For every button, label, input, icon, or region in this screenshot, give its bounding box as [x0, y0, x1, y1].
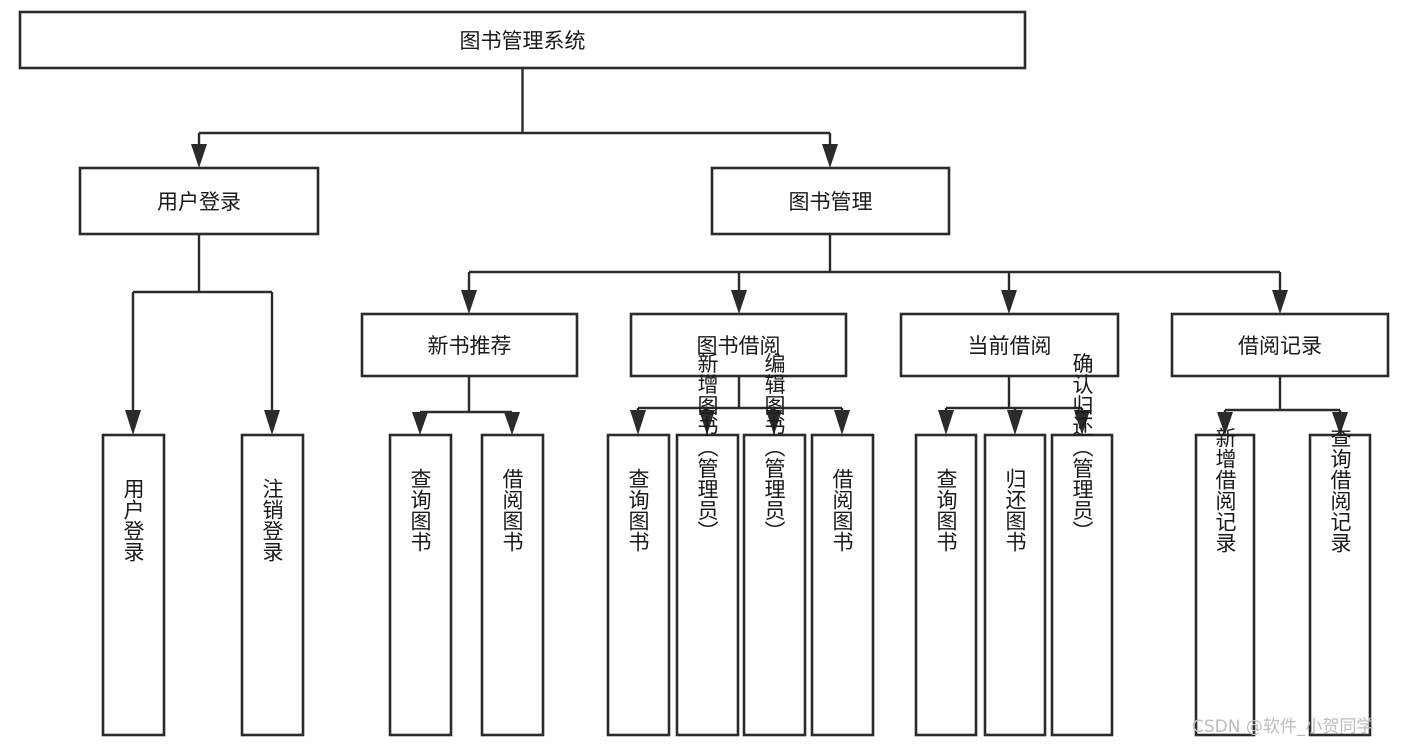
- leaf-borrow-book-newbook[interactable]: 借阅图书: [480, 433, 545, 737]
- arrow-to-query-book-2: [630, 410, 646, 435]
- arrow-to-borrow-book-2: [834, 410, 850, 435]
- arrow-to-borrow-book-1: [504, 412, 520, 435]
- leaf-query-book-newbook-box[interactable]: [388, 433, 453, 737]
- current-borrow-box[interactable]: [899, 312, 1120, 378]
- arrow-to-return-book: [1007, 410, 1023, 435]
- arrow-to-leaf-logout: [264, 410, 280, 435]
- arrow-to-borrow-record: [1272, 290, 1288, 314]
- leaf-add-borrow-record[interactable]: 新增借阅记录: [1194, 427, 1256, 737]
- leaf-logout-box[interactable]: [240, 433, 305, 737]
- node-current-borrow[interactable]: 当前借阅: [899, 312, 1120, 378]
- node-root-book-management-system[interactable]: 图书管理系统: [18, 10, 1027, 70]
- leaf-return-book-label: 归还图书: [1003, 468, 1027, 552]
- leaf-query-book-borrow-label: 查询图书: [626, 468, 650, 552]
- node-user-login[interactable]: 用户登录: [78, 166, 320, 236]
- leaf-logout[interactable]: 注销登录: [240, 433, 305, 737]
- leaf-logout-label: 注销登录: [260, 478, 284, 562]
- arrow-to-book-mgmt: [822, 144, 838, 168]
- leaf-query-book-current[interactable]: 查询图书: [914, 433, 978, 737]
- leaf-confirm-return-admin-label: 确认归还（管理员）: [1070, 353, 1094, 542]
- arrow-to-add-book: [699, 410, 715, 435]
- current-borrow-label: 当前借阅: [968, 334, 1052, 358]
- new-book-recommend-box[interactable]: [360, 312, 579, 378]
- arrow-to-confirm-return: [1074, 410, 1090, 435]
- leaf-query-book-current-label: 查询图书: [934, 468, 958, 552]
- borrow-record-box[interactable]: [1170, 312, 1390, 378]
- leaf-add-book-admin[interactable]: 新增图书（管理员）: [675, 353, 740, 737]
- leaf-query-borrow-record[interactable]: 查询借阅记录: [1308, 427, 1372, 737]
- book-borrow-label: 图书借阅: [697, 334, 781, 358]
- leaf-query-book-borrow[interactable]: 查询图书: [606, 433, 671, 737]
- leaf-borrow-book-borrow-label: 借阅图书: [830, 468, 854, 552]
- leaf-edit-book-admin-box[interactable]: [742, 433, 807, 737]
- node-new-book-recommend[interactable]: 新书推荐: [360, 312, 579, 378]
- leaf-add-borrow-record-box[interactable]: [1194, 433, 1256, 737]
- leaf-add-borrow-record-label: 新增借阅记录: [1213, 427, 1237, 553]
- leaf-return-book[interactable]: 归还图书: [983, 433, 1047, 737]
- leaf-query-borrow-record-label: 查询借阅记录: [1328, 427, 1352, 553]
- watermark-label: CSDN @软件_小贺同学: [1192, 717, 1373, 737]
- new-book-recommend-label: 新书推荐: [428, 334, 512, 358]
- node-book-borrow[interactable]: 图书借阅: [629, 312, 848, 378]
- leaf-borrow-book-newbook-box[interactable]: [480, 433, 545, 737]
- leaf-borrow-book-newbook-label: 借阅图书: [500, 468, 524, 552]
- book-management-box[interactable]: [710, 166, 951, 236]
- leaf-borrow-book-borrow[interactable]: 借阅图书: [810, 433, 875, 737]
- leaf-user-login-label: 用户登录: [121, 478, 145, 562]
- arrow-to-query-book-3: [938, 410, 954, 435]
- arrow-to-query-book-1: [412, 412, 428, 435]
- leaf-user-login[interactable]: 用户登录: [101, 433, 166, 737]
- node-book-management[interactable]: 图书管理: [710, 166, 951, 236]
- leaf-confirm-return-admin-box[interactable]: [1050, 433, 1114, 737]
- arrow-to-new-book-rec: [461, 290, 477, 314]
- book-management-label: 图书管理: [789, 190, 873, 214]
- leaf-return-book-box[interactable]: [983, 433, 1047, 737]
- leaf-user-login-box[interactable]: [101, 433, 166, 737]
- connector-layer: [125, 68, 1348, 435]
- root-box[interactable]: [18, 10, 1027, 70]
- node-borrow-record[interactable]: 借阅记录: [1170, 312, 1390, 378]
- arrow-to-query-record: [1332, 412, 1348, 435]
- user-login-label: 用户登录: [157, 190, 241, 214]
- root-label: 图书管理系统: [460, 29, 586, 53]
- arrow-to-edit-book: [766, 410, 782, 435]
- arrow-to-user-login: [191, 144, 207, 168]
- leaf-add-book-admin-label: 新增图书（管理员）: [695, 353, 719, 542]
- leaf-query-borrow-record-box[interactable]: [1308, 433, 1372, 737]
- borrow-record-label: 借阅记录: [1238, 334, 1322, 358]
- leaf-borrow-book-borrow-box[interactable]: [810, 433, 875, 737]
- leaf-edit-book-admin[interactable]: 编辑图书（管理员）: [742, 353, 807, 737]
- arrow-to-add-record: [1217, 412, 1233, 435]
- book-borrow-box[interactable]: [629, 312, 848, 378]
- leaf-edit-book-admin-label: 编辑图书（管理员）: [762, 353, 786, 542]
- leaf-add-book-admin-box[interactable]: [675, 433, 740, 737]
- leaf-confirm-return-admin[interactable]: 确认归还（管理员）: [1050, 353, 1114, 737]
- arrow-to-leaf-user-login: [125, 410, 141, 435]
- leaf-query-book-newbook-label: 查询图书: [408, 468, 432, 552]
- leaf-query-book-current-box[interactable]: [914, 433, 978, 737]
- arrow-to-book-borrow: [731, 290, 747, 314]
- user-login-box[interactable]: [78, 166, 320, 236]
- leaf-query-book-borrow-box[interactable]: [606, 433, 671, 737]
- leaf-query-book-newbook[interactable]: 查询图书: [388, 433, 453, 737]
- arrow-to-current-borrow: [1001, 290, 1017, 314]
